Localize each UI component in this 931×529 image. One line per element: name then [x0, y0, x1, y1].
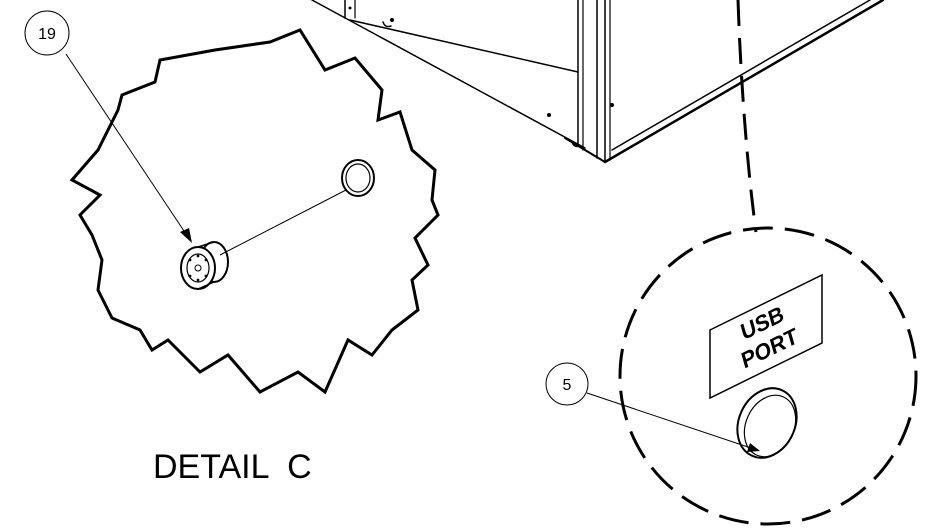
usb-cap-part-19 [180, 159, 375, 290]
knob-holes [188, 254, 208, 282]
usb-port-plate: USB PORT [709, 273, 823, 400]
detail-leader-dashed [736, 0, 758, 233]
cabinet-screws [348, 6, 614, 117]
usb-port-cap-part-5 [736, 387, 798, 459]
detail-c-title: DETAIL C [153, 448, 312, 486]
callout-19: 19 [24, 10, 192, 243]
callout-5-label: 5 [563, 377, 572, 394]
cabinet-corner [311, 0, 885, 164]
usb-port-detail-circle [618, 226, 918, 526]
callout-5: 5 [545, 362, 760, 452]
callout-19-label: 19 [38, 26, 56, 43]
detail-c-boundary [69, 28, 440, 395]
